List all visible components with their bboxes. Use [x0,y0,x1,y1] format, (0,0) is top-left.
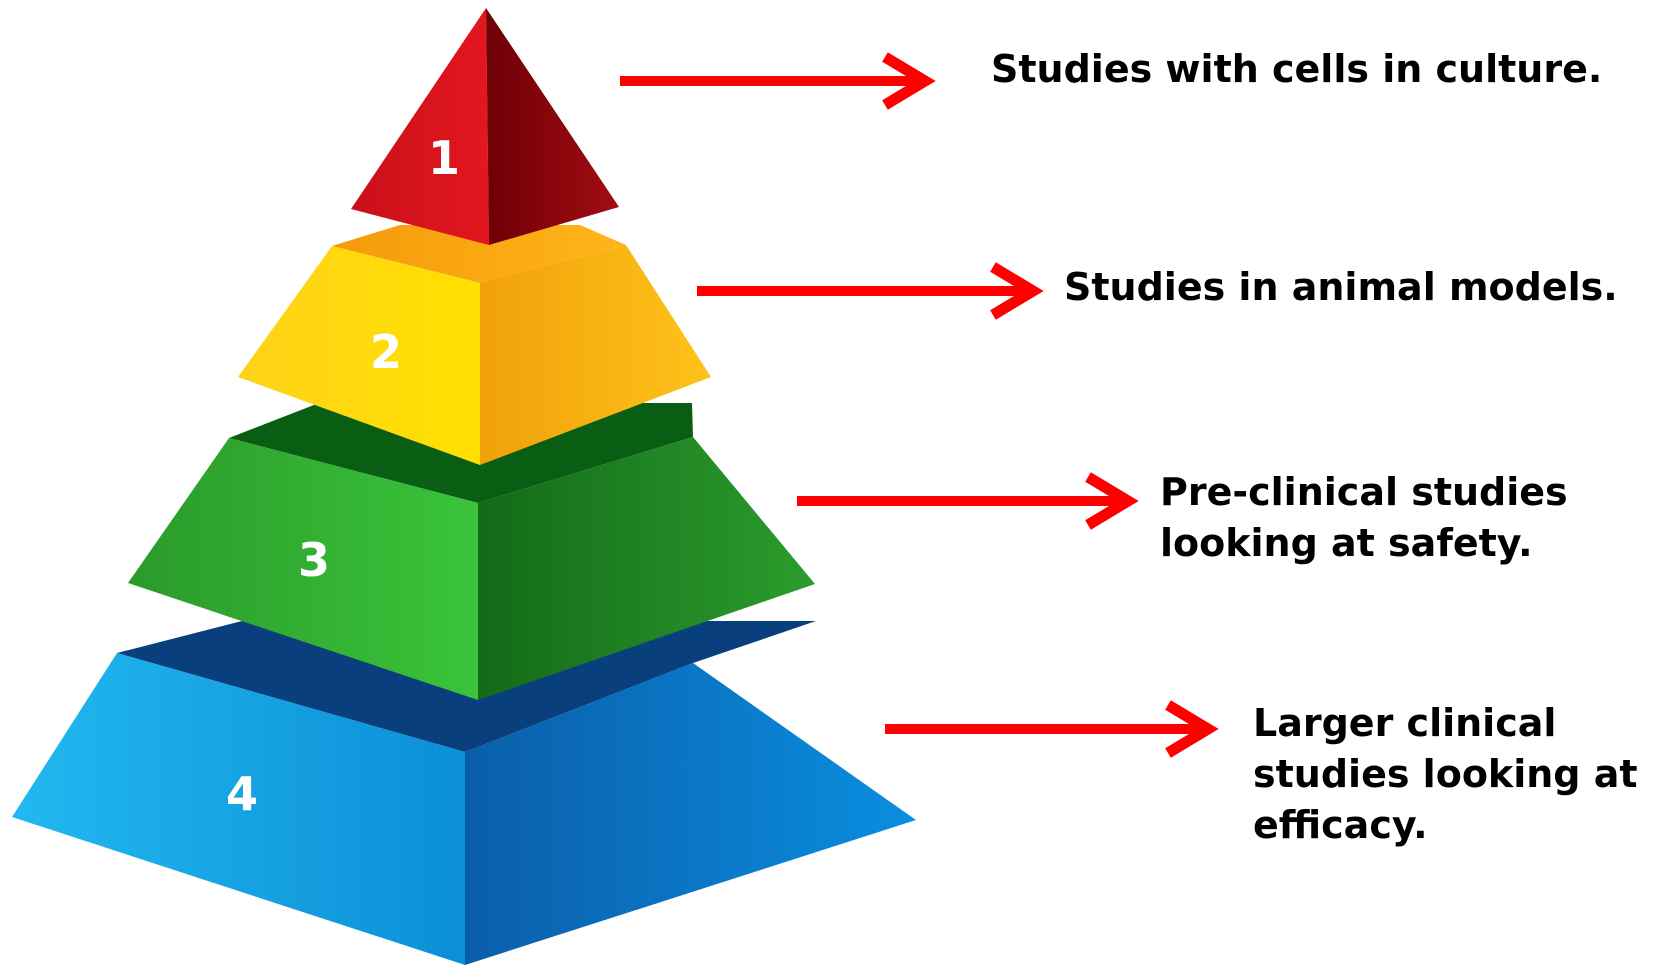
tier-3-number: 3 [298,533,330,587]
arrow-4 [885,700,1219,758]
arrow-2 [697,262,1044,320]
tier-3-right-face [478,437,815,700]
tier-2-top-face [332,225,626,283]
tier-4-left-face [12,653,465,965]
tier-1-caption: Studies with cells in culture. [991,47,1603,91]
arrow-1 [620,52,936,110]
tier-2-number: 2 [370,325,402,379]
tier-4-right-face [465,663,916,965]
tier-1-number: 1 [428,131,460,185]
arrow-3 [797,472,1139,530]
tier-1: 1 [351,8,619,245]
tier-3-caption: Pre-clinical studies looking at safety. [1160,470,1568,565]
tier-2-left-face [238,246,480,465]
tier-4-caption: Larger clinical studies looking at effic… [1253,701,1638,847]
tier-2-caption: Studies in animal models. [1064,265,1618,309]
tier-4-number: 4 [226,767,258,821]
tier-1-right-face [486,8,619,245]
tier-2: 2 [238,225,711,465]
tier-1-left-face [351,8,489,245]
tier-3-left-face [128,438,478,700]
tier-2-right-face [480,245,711,465]
